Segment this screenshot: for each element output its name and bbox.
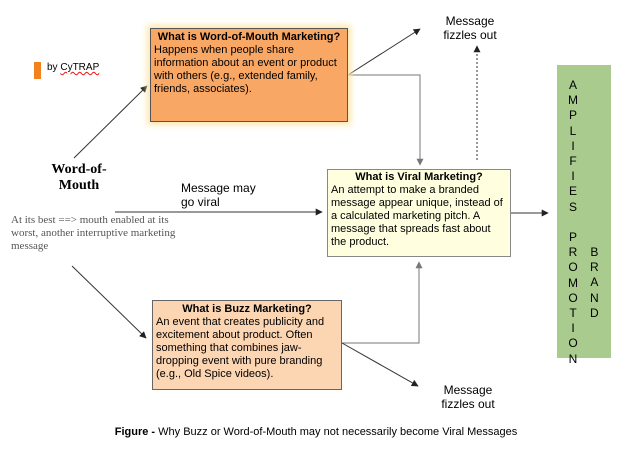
- bar-letter: A: [590, 275, 599, 290]
- connector-wom-box-to-viral: [348, 74, 424, 166]
- wom-box-heading: What is Word-of-Mouth Marketing?: [157, 31, 341, 43]
- bar-letter: F: [569, 154, 577, 169]
- bar-letter: N: [590, 290, 599, 305]
- bar-letter: R: [568, 245, 578, 260]
- wom-box-body: Happens when people share information ab…: [154, 44, 337, 95]
- bar-letter: O: [568, 290, 578, 305]
- arrow-wom-to-wom-box: [73, 85, 148, 159]
- bar-letter: B: [590, 245, 599, 259]
- bar-letter: T: [569, 306, 577, 321]
- viral-box-heading: What is Viral Marketing?: [355, 171, 483, 183]
- bar-letter: I: [571, 169, 575, 184]
- caption-text: Why Buzz or Word-of-Mouth may not necess…: [158, 426, 518, 438]
- bar-letter: P: [568, 230, 577, 245]
- bar-letter: E: [568, 184, 577, 199]
- bar-letter: O: [568, 260, 578, 275]
- bar-letter: N: [568, 351, 578, 366]
- viral-box-body: An attempt to make a branded message app…: [331, 184, 503, 248]
- bar-letter: M: [568, 93, 578, 108]
- bar-letter: I: [571, 321, 575, 336]
- cytrap-logo-mark: [34, 62, 41, 79]
- go-viral-label: Message may go viral: [181, 181, 256, 209]
- bar-letter: S: [568, 199, 577, 214]
- arrow-wom-to-buzz-box: [71, 265, 147, 339]
- buzz-marketing-box: What is Buzz Marketing? An event that cr…: [152, 300, 342, 390]
- bar-letter: R: [590, 260, 599, 275]
- viral-marketing-box: What is Viral Marketing? An attempt to m…: [327, 169, 511, 257]
- word-of-mouth-subtitle: At its best ==> mouth enabled at its wor…: [11, 214, 176, 252]
- wom-marketing-box: What is Word-of-Mouth Marketing? Happens…: [150, 28, 348, 122]
- arrow-buzz-fizzle: [341, 342, 419, 387]
- bar-letter: [571, 215, 574, 230]
- bar-letter: P: [568, 108, 577, 123]
- fizzle-top-label: Message fizzles out: [443, 14, 497, 42]
- bar-letter: M: [568, 275, 578, 290]
- arrow-wom-box-fizzle: [347, 28, 421, 76]
- bar-letter: A: [568, 78, 577, 92]
- figure-caption: Figure - Why Buzz or Word-of-Mouth may n…: [0, 426, 632, 439]
- bar-letter: L: [569, 123, 577, 138]
- buzz-box-heading: What is Buzz Marketing?: [182, 303, 312, 315]
- fizzle-bottom-label: Message fizzles out: [441, 383, 495, 411]
- buzz-box-body: An event that creates publicity and exci…: [156, 316, 325, 380]
- word-of-mouth-title: Word-of-Mouth: [51, 162, 107, 193]
- cytrap-logo-text: by CyTRAP: [47, 62, 100, 73]
- bar-letter: I: [571, 138, 575, 153]
- caption-label: Figure -: [114, 426, 156, 438]
- brand-promotion-bar: [557, 65, 611, 358]
- bar-letter: D: [590, 305, 599, 320]
- connector-buzz-to-viral: [342, 261, 423, 344]
- bar-letter: O: [568, 336, 578, 351]
